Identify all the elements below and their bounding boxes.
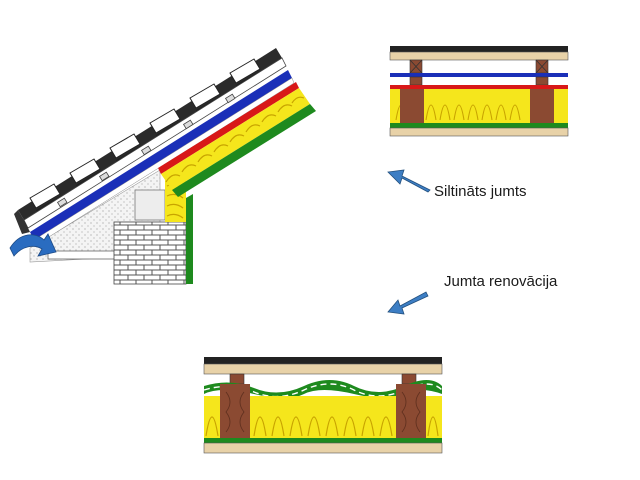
- top-board: [390, 46, 568, 52]
- renovation-section: [203, 357, 443, 454]
- airflow-arrow-icon: [9, 233, 57, 257]
- rafter: [220, 384, 250, 438]
- top-board-light: [389, 51, 569, 61]
- roof-cover: [204, 357, 442, 364]
- green-slope-board: [172, 104, 316, 197]
- arrow-icon: [387, 291, 429, 315]
- roof-renovation-label: Jumta renovācija: [444, 273, 558, 290]
- green-board: [186, 194, 193, 284]
- insulated-roof-label: Siltināts jumts: [434, 183, 527, 200]
- brick-wall: [113, 221, 187, 285]
- fascia: [14, 210, 30, 234]
- soffit-board: [47, 250, 117, 260]
- rafter: [396, 384, 426, 438]
- vapour-small: [390, 85, 568, 89]
- ceiling-small: [389, 127, 569, 137]
- roof-board: [203, 363, 443, 375]
- renovation-green-board: [204, 438, 442, 443]
- arrow-icon: [387, 169, 431, 193]
- eave-section: [9, 48, 316, 285]
- rafter-small: [400, 89, 424, 123]
- battens: [23, 57, 287, 229]
- renovation-membrane: [204, 380, 442, 398]
- beam: [134, 189, 166, 221]
- membrane-small: [390, 73, 568, 77]
- insulated-roof-section: [389, 46, 569, 137]
- green-small: [390, 123, 568, 128]
- roof-insulation: [161, 88, 310, 190]
- rafter-small: [530, 89, 554, 123]
- vapour-barrier: [158, 82, 299, 174]
- membrane: [30, 70, 292, 240]
- renovation-ceiling: [203, 442, 443, 454]
